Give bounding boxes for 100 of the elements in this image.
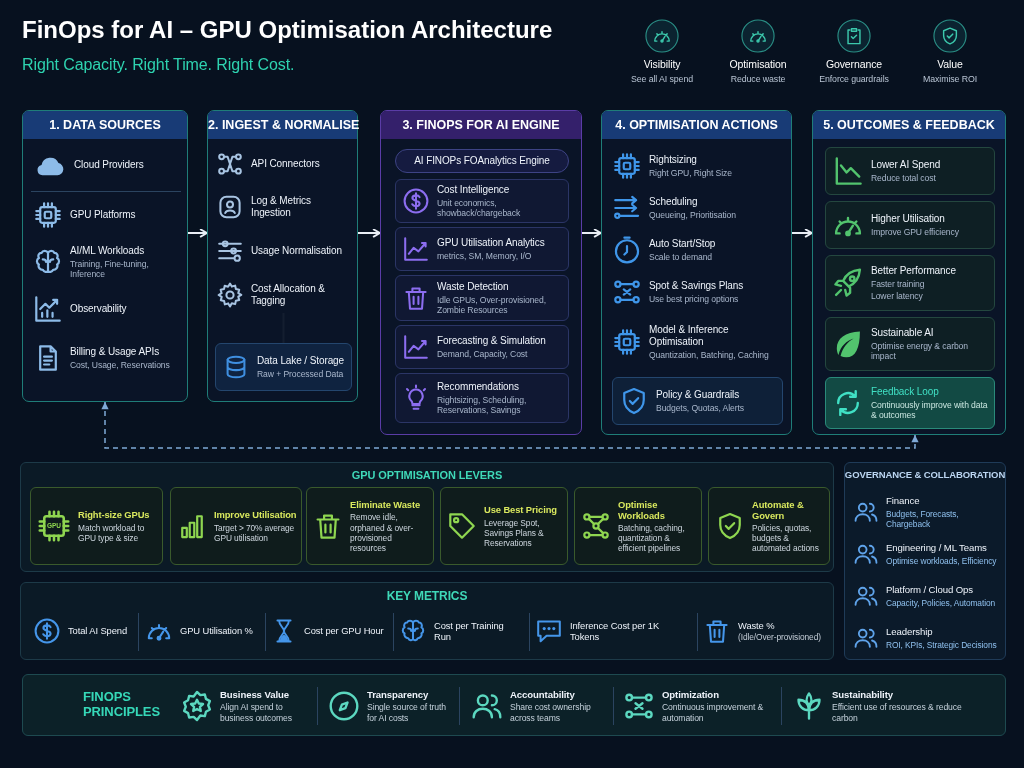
metric-name: Cost per GPU Hour bbox=[304, 625, 385, 637]
metric-note: (Idle/Over-provisioned) bbox=[738, 632, 822, 643]
lever-card bbox=[306, 487, 434, 565]
item-title: Scheduling bbox=[649, 195, 699, 208]
arrow bbox=[187, 228, 208, 238]
arrow bbox=[791, 228, 813, 238]
lever-card bbox=[574, 487, 702, 565]
feature-card bbox=[395, 227, 569, 271]
item-title: Sustainable AI bbox=[871, 326, 935, 339]
lever-title: Eliminate Waste bbox=[350, 499, 422, 511]
principle-description: Share cost ownership across teams bbox=[510, 702, 592, 724]
item-title: Higher Utilisation bbox=[871, 212, 946, 225]
item-title: Lower AI Spend bbox=[871, 158, 942, 171]
item-title: Cost Allocation & Tagging bbox=[251, 283, 326, 307]
team-description: Budgets, Forecasts, Chargeback bbox=[886, 508, 960, 529]
item-description: Scale to demand bbox=[649, 251, 713, 263]
item-description: Right GPU, Right Size bbox=[649, 167, 733, 179]
item-title: Auto Start/Stop bbox=[649, 237, 717, 250]
item-description: Lower latency bbox=[871, 291, 924, 302]
feature-name: Governance bbox=[825, 58, 883, 71]
lever-card bbox=[440, 487, 568, 565]
item-title: Billing & Usage APIs bbox=[70, 345, 161, 358]
item-title: Log & Metrics Ingestion bbox=[251, 195, 312, 219]
feedback-card bbox=[825, 377, 995, 429]
lever-description: Policies, quotas, budgets & automated actions bbox=[752, 523, 820, 554]
item-description: Continuously improve with data & outcomes bbox=[871, 399, 989, 421]
section-title: GPU OPTIMISATION LEVERS bbox=[351, 469, 503, 483]
feature-description: Enforce guardrails bbox=[819, 74, 889, 85]
column-panel bbox=[812, 110, 1006, 435]
principle-title: Sustainability bbox=[832, 688, 894, 701]
item-title: Cost Intelligence bbox=[437, 183, 511, 196]
item-title: Rightsizing bbox=[649, 153, 698, 166]
item-title: Waste Detection bbox=[437, 280, 510, 293]
column-panel bbox=[601, 110, 792, 435]
feedback-arrow bbox=[101, 401, 919, 449]
engine-banner bbox=[395, 149, 569, 173]
item-title: AI/ML Workloads bbox=[70, 244, 146, 257]
item-description: Cost, Usage, Reservations bbox=[70, 359, 171, 371]
item-title: Forecasting & Simulation bbox=[437, 334, 547, 347]
lever-card bbox=[30, 487, 163, 565]
section-title: FINOPS PRINCIPLES bbox=[83, 690, 161, 720]
storage-card bbox=[215, 343, 352, 391]
item-title: Better Performance bbox=[871, 264, 957, 277]
column-panel bbox=[380, 110, 582, 435]
outcome-card bbox=[825, 147, 995, 195]
governance-panel bbox=[844, 462, 1006, 660]
lever-description: Match workload to GPU type & size bbox=[78, 522, 146, 543]
metric-name: Cost per Training Run bbox=[434, 619, 505, 643]
lever-description: Remove idle, orphaned & over-provisioned resources bbox=[350, 512, 415, 553]
metric-name: Inference Cost per 1K Tokens bbox=[570, 619, 661, 643]
team-name: Finance bbox=[886, 495, 921, 507]
principle-description: Efficient use of resources & reduce carbon bbox=[832, 702, 963, 724]
feature-card bbox=[395, 179, 569, 223]
section-title: KEY METRICS bbox=[386, 589, 468, 604]
team-description: Capacity, Policies, Automation bbox=[886, 597, 997, 608]
feature-name: Optimisation bbox=[729, 58, 787, 71]
lever-description: Target > 70% average GPU utilisation bbox=[214, 522, 296, 543]
policy-card bbox=[612, 377, 783, 425]
item-description: Quantization, Batching, Caching bbox=[649, 349, 770, 361]
item-description: Improve GPU efficiency bbox=[871, 226, 960, 238]
item-description: Faster training bbox=[871, 278, 926, 289]
panel-header: 5. OUTCOMES & FEEDBACK bbox=[813, 111, 1005, 139]
outcome-card bbox=[825, 255, 995, 311]
principle-description: Single source of truth for AI costs bbox=[367, 702, 446, 724]
panel-header: 4. OPTIMISATION ACTIONS bbox=[602, 111, 791, 139]
metric-name: Waste % bbox=[738, 619, 776, 632]
banner-title: AI FINOPs FOAnalytics Engine bbox=[414, 155, 550, 167]
item-description: Raw + Processed Data bbox=[257, 368, 345, 380]
item-description: Demand, Capacity, Cost bbox=[437, 348, 529, 360]
lever-card bbox=[170, 487, 302, 565]
item-description: Reduce total cost bbox=[871, 172, 937, 184]
principle-title: Business Value bbox=[220, 688, 290, 701]
lever-description: Leverage Spot, Savings Plans & Reservations bbox=[484, 517, 545, 548]
item-description: metrics, SM, Memory, I/O bbox=[437, 250, 533, 262]
feature-card bbox=[395, 373, 569, 423]
item-description: Training, Fine-tuning, Inference bbox=[70, 258, 150, 280]
lever-title: Right-size GPUs bbox=[78, 509, 151, 521]
section-title: GOVERNANCE & COLLABORATION bbox=[844, 469, 1006, 481]
team-description: Optimise workloads, Efficiency bbox=[886, 555, 998, 566]
item-title: Model & Inference Optimisation bbox=[649, 323, 730, 348]
outcome-card bbox=[825, 201, 995, 249]
lever-title: Improve Utilisation bbox=[214, 509, 297, 521]
item-description: Queueing, Prioritisation bbox=[649, 209, 737, 221]
metrics-panel bbox=[20, 582, 834, 660]
item-title: Policy & Guardrails bbox=[656, 388, 741, 401]
principle-description: Align AI spend to business outcomes bbox=[220, 702, 293, 724]
principle-title: Transparency bbox=[367, 688, 430, 701]
metric-name: Total AI Spend bbox=[68, 625, 129, 637]
levers-panel bbox=[20, 462, 834, 572]
lever-title: Automate & Govern bbox=[752, 498, 805, 522]
metric-name: GPU Utilisation % bbox=[180, 625, 254, 637]
item-title: Observability bbox=[70, 303, 128, 315]
item-description: Unit economics, showback/chargeback bbox=[437, 197, 522, 219]
team-name: Engineering / ML Teams bbox=[886, 542, 988, 554]
column-panel bbox=[22, 110, 188, 402]
item-title: GPU Platforms bbox=[70, 209, 137, 221]
item-description: Budgets, Quotas, Alerts bbox=[656, 402, 745, 414]
feature-name: Visibility bbox=[643, 58, 681, 71]
item-title: Recommendations bbox=[437, 380, 520, 393]
team-name: Platform / Cloud Ops bbox=[886, 584, 975, 596]
